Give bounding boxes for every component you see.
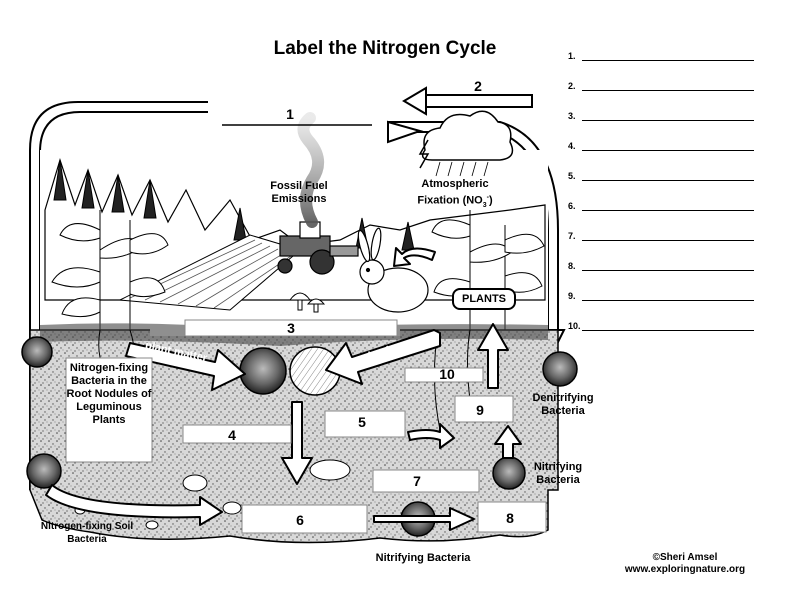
label-atmospheric-fixation: Atmospheric Fixation (NO3-) <box>417 178 493 209</box>
credit: ©Sheri Amsel www.exploringnature.org <box>600 552 770 576</box>
label-denitrifying-bacteria: Denitrifying Bacteria <box>532 392 594 417</box>
answer-blank-2[interactable]: 2. <box>568 79 754 93</box>
answer-blank-8[interactable]: 8. <box>568 259 754 273</box>
answer-blank-6[interactable]: 6. <box>568 199 754 213</box>
diagram-number-9: 9 <box>476 402 484 418</box>
label-nitrifying-bacteria-right: Nitrifying Bacteria <box>533 461 583 486</box>
rocks <box>74 459 351 530</box>
answer-blank-3[interactable]: 3. <box>568 109 754 123</box>
label-nitrifying-bacteria-bottom: Nitrifying Bacteria <box>375 552 471 564</box>
mushrooms <box>289 292 326 313</box>
diagram-number-8: 8 <box>506 510 514 526</box>
arrow-2-head <box>402 86 427 116</box>
diagram-number-3: 3 <box>287 320 295 336</box>
answer-blank-9[interactable]: 9. <box>568 289 754 303</box>
diagram-number-4: 4 <box>228 427 236 443</box>
diagram-number-5: 5 <box>358 414 366 430</box>
bacteria-circles <box>21 336 578 537</box>
diagram-number-6: 6 <box>296 512 304 528</box>
label-fossil-fuel: Fossil Fuel Emissions <box>270 180 328 205</box>
label-nodule-bacteria: Nitrogen-fixing Bacteria in the Root Nod… <box>66 362 152 426</box>
answer-blank-5[interactable]: 5. <box>568 169 754 183</box>
frame-arrow-right <box>387 120 424 144</box>
diagram-number-2: 2 <box>474 78 482 94</box>
answer-blank-4[interactable]: 4. <box>568 139 754 153</box>
diagram-number-10: 10 <box>439 366 455 382</box>
answer-blank-10[interactable]: 10. <box>568 319 754 333</box>
credit-author: ©Sheri Amsel <box>652 552 718 563</box>
diagram-number-7: 7 <box>413 473 421 489</box>
rabbit <box>357 227 429 313</box>
diagram-boxes <box>65 319 547 534</box>
page-title: Label the Nitrogen Cycle <box>273 38 497 59</box>
flow-arrows <box>45 247 522 531</box>
plants-left <box>51 210 169 330</box>
label-plants: PLANTS <box>452 288 516 310</box>
rain-cloud <box>418 110 514 177</box>
smoke-plume <box>297 112 324 228</box>
diagram-number-1: 1 <box>286 106 294 122</box>
answer-blank-7[interactable]: 7. <box>568 229 754 243</box>
arrow-2-body <box>425 94 533 108</box>
label-soil-bacteria: Nitrogen-fixing Soil Bacteria <box>40 521 134 545</box>
answer-blank-1[interactable]: 1. <box>568 49 754 63</box>
credit-website: www.exploringnature.org <box>624 564 746 575</box>
tractor <box>277 221 359 275</box>
